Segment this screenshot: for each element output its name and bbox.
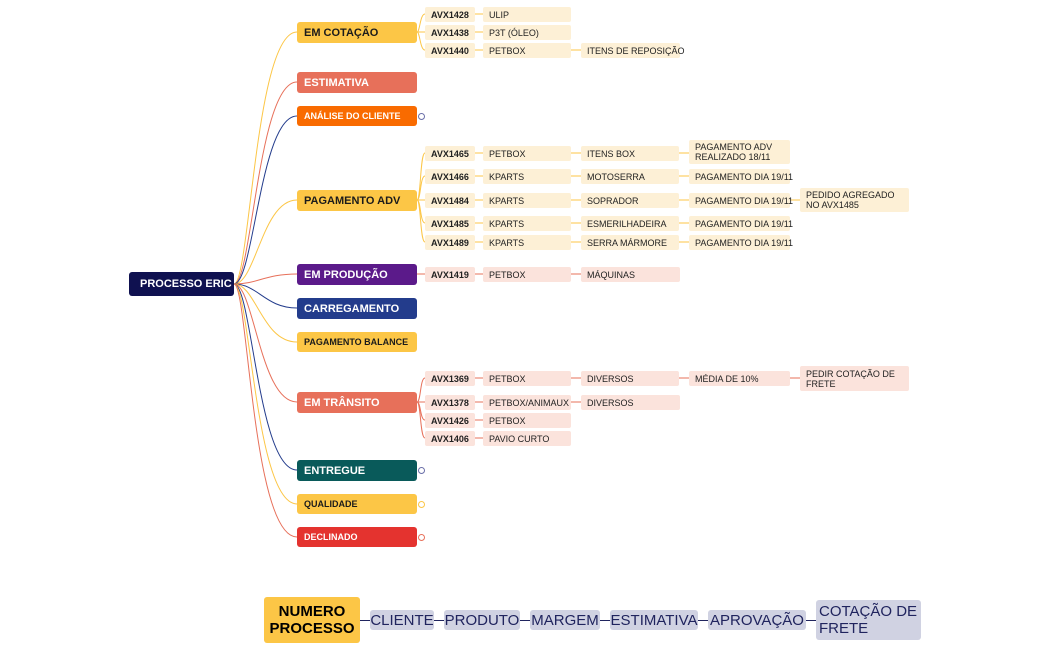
status-node[interactable]: PAGAMENTO ADV REALIZADO 18/11 bbox=[689, 140, 790, 164]
client-node[interactable]: KPARTS bbox=[483, 216, 571, 231]
branch-estimativa[interactable]: ESTIMATIVA bbox=[297, 72, 417, 93]
legend-produto: PRODUTO bbox=[444, 610, 520, 630]
client-node[interactable]: PETBOX bbox=[483, 413, 571, 428]
connector-declinado bbox=[233, 283, 298, 538]
product-node[interactable]: ITENS BOX bbox=[581, 146, 679, 161]
status-node[interactable]: PAGAMENTO DIA 19/11 bbox=[689, 216, 793, 231]
legend-cliente: CLIENTE bbox=[370, 610, 434, 630]
process-code[interactable]: AVX1440 bbox=[425, 43, 475, 58]
legend-margem: MARGEM bbox=[530, 610, 600, 630]
client-node[interactable]: PAVIO CURTO bbox=[483, 431, 571, 446]
process-code[interactable]: AVX1419 bbox=[425, 267, 475, 282]
product-node[interactable]: SOPRADOR bbox=[581, 193, 679, 208]
product-node[interactable]: SERRA MÁRMORE bbox=[581, 235, 679, 250]
process-code[interactable]: AVX1426 bbox=[425, 413, 475, 428]
process-code[interactable]: AVX1428 bbox=[425, 7, 475, 22]
branch-pagamento-adv[interactable]: PAGAMENTO ADV bbox=[297, 190, 417, 211]
connector-estimativa bbox=[233, 81, 298, 285]
connector-em-cotacao bbox=[233, 31, 298, 285]
collapse-icon[interactable] bbox=[418, 113, 425, 120]
process-code[interactable]: AVX1438 bbox=[425, 25, 475, 40]
branch-em-cotacao[interactable]: EM COTAÇÃO bbox=[297, 22, 417, 43]
process-code[interactable]: AVX1485 bbox=[425, 216, 475, 231]
product-node[interactable]: ITENS DE REPOSIÇÃO bbox=[581, 43, 685, 58]
process-code[interactable]: AVX1465 bbox=[425, 146, 475, 161]
client-node[interactable]: KPARTS bbox=[483, 193, 571, 208]
collapse-icon[interactable] bbox=[418, 534, 425, 541]
client-node[interactable]: PETBOX bbox=[483, 267, 571, 282]
connector-qualidade bbox=[233, 283, 298, 505]
status-node[interactable]: PAGAMENTO DIA 19/11 bbox=[689, 193, 793, 208]
client-node[interactable]: PETBOX bbox=[483, 371, 571, 386]
branch-analise-do-cliente[interactable]: ANÁLISE DO CLIENTE bbox=[297, 106, 417, 126]
product-node[interactable]: DIVERSOS bbox=[581, 395, 680, 410]
product-node[interactable]: MÁQUINAS bbox=[581, 267, 680, 282]
legend-connector bbox=[360, 620, 370, 621]
connector-pagamento-balance bbox=[233, 283, 298, 343]
legend-connector bbox=[806, 620, 816, 621]
connector-entregue bbox=[233, 283, 298, 471]
product-node[interactable]: DIVERSOS bbox=[581, 371, 679, 386]
branch-entregue[interactable]: ENTREGUE bbox=[297, 460, 417, 481]
branch-declinado[interactable]: DECLINADO bbox=[297, 527, 417, 547]
legend-connector bbox=[520, 620, 530, 621]
legend-connector bbox=[698, 620, 708, 621]
status-node[interactable]: PAGAMENTO DIA 19/11 bbox=[689, 169, 793, 184]
client-node[interactable]: KPARTS bbox=[483, 235, 571, 250]
client-node[interactable]: PETBOX bbox=[483, 146, 571, 161]
branch-carregamento[interactable]: CARREGAMENTO bbox=[297, 298, 417, 319]
process-code[interactable]: AVX1466 bbox=[425, 169, 475, 184]
branch-em-transito[interactable]: EM TRÂNSITO bbox=[297, 392, 417, 413]
process-code[interactable]: AVX1378 bbox=[425, 395, 475, 410]
note-node[interactable]: PEDIR COTAÇÃO DE FRETE bbox=[800, 366, 909, 391]
root-node[interactable]: PROCESSO ERIC bbox=[129, 272, 234, 296]
collapse-icon[interactable] bbox=[418, 501, 425, 508]
client-node[interactable]: ULIP bbox=[483, 7, 571, 22]
client-node[interactable]: P3T (ÓLEO) bbox=[483, 25, 571, 40]
connector-pagamento-adv bbox=[233, 199, 298, 285]
branch-pagamento-balance[interactable]: PAGAMENTO BALANCE bbox=[297, 332, 417, 352]
connector-analise bbox=[233, 115, 298, 285]
legend-numero-processo: NUMERO PROCESSO bbox=[264, 597, 360, 643]
legend-connector bbox=[434, 620, 444, 621]
client-node[interactable]: PETBOX bbox=[483, 43, 571, 58]
legend-cotacao-de-frete: COTAÇÃO DE FRETE bbox=[816, 600, 921, 640]
process-code[interactable]: AVX1489 bbox=[425, 235, 475, 250]
legend-connector bbox=[600, 620, 610, 621]
legend-estimativa: ESTIMATIVA bbox=[610, 610, 698, 630]
product-node[interactable]: MOTOSERRA bbox=[581, 169, 679, 184]
collapse-icon[interactable] bbox=[418, 467, 425, 474]
note-node[interactable]: PEDIDO AGREGADO NO AVX1485 bbox=[800, 188, 909, 212]
client-node[interactable]: KPARTS bbox=[483, 169, 571, 184]
margin-node[interactable]: MÉDIA DE 10% bbox=[689, 371, 790, 386]
process-code[interactable]: AVX1369 bbox=[425, 371, 475, 386]
connector-em-producao bbox=[233, 273, 298, 285]
legend-aprovacao: APROVAÇÃO bbox=[708, 610, 806, 630]
branch-qualidade[interactable]: QUALIDADE bbox=[297, 494, 417, 514]
client-node[interactable]: PETBOX/ANIMAUX bbox=[483, 395, 571, 410]
connector-em-transito bbox=[233, 283, 298, 403]
product-node[interactable]: ESMERILHADEIRA bbox=[581, 216, 679, 231]
branch-em-producao[interactable]: EM PRODUÇÃO bbox=[297, 264, 417, 285]
process-code[interactable]: AVX1484 bbox=[425, 193, 475, 208]
process-code[interactable]: AVX1406 bbox=[425, 431, 475, 446]
connector-carregamento bbox=[233, 283, 298, 309]
status-node[interactable]: PAGAMENTO DIA 19/11 bbox=[689, 235, 793, 250]
